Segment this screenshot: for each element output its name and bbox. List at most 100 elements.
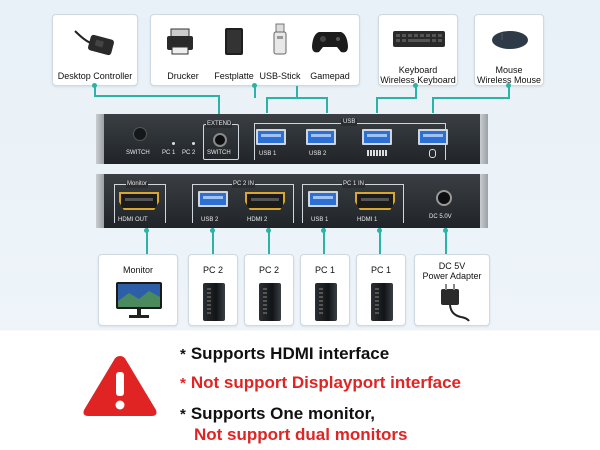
connector-dot [210, 228, 215, 233]
connector-dot [443, 228, 448, 233]
pc-tower-icon [371, 283, 393, 321]
connector-dot [413, 83, 418, 88]
label-power-adapter: Power Adapter [422, 271, 482, 281]
pc2-hdmi-port[interactable] [245, 192, 285, 210]
connector-line [218, 95, 220, 115]
keyboard-port-icon [367, 150, 387, 156]
label-printer: Drucker [167, 71, 199, 81]
panel-cap-left [96, 114, 104, 164]
note-supports-hdmi: *Supports HDMI interface [180, 344, 389, 365]
card-pc1-b: PC 1 [356, 254, 406, 326]
card-pc1-a: PC 1 [300, 254, 350, 326]
extend-jack[interactable] [213, 133, 227, 147]
connector-line [266, 97, 328, 99]
note-no-dual-monitors: Not support dual monitors [194, 425, 407, 445]
connector-line [432, 97, 434, 113]
hdmi-out-port[interactable] [119, 192, 159, 210]
gamepad-icon [312, 32, 348, 53]
label-pc1-in: PC 1 IN [342, 181, 366, 188]
label-usb-2: USB 2 [309, 151, 327, 157]
usb-port-2[interactable] [306, 129, 336, 145]
note-text: Not support dual monitors [194, 425, 408, 444]
pc1-hdmi-port[interactable] [355, 192, 395, 210]
label-wireless-mouse: Wireless Mouse [476, 75, 541, 85]
connector-line [379, 228, 381, 254]
connector-line [296, 86, 298, 98]
label-mouse: Mouse [495, 65, 523, 75]
power-adapter-icon [441, 284, 470, 322]
label-pc1-hdmi: HDMI 1 [357, 217, 378, 223]
card-desktop-controller: Desktop Controller [52, 14, 138, 86]
desktop-controller-icon [74, 30, 114, 56]
label-hard-drive: Festplatte [214, 71, 254, 81]
label-hdmi-out: HDMI OUT [118, 217, 148, 223]
pc2-usb-port[interactable] [198, 191, 228, 207]
connector-line [445, 228, 447, 254]
connector-line [254, 86, 256, 98]
connector-line [326, 97, 328, 113]
connector-dot [92, 83, 97, 88]
label-dc-5v: DC 5V [438, 261, 466, 271]
panel-cap-right [480, 174, 488, 228]
label-pc1-led: PC 1 [162, 150, 176, 156]
label-extend: EXTEND [206, 121, 233, 128]
pc2-led [192, 142, 195, 145]
connector-dot [321, 228, 326, 233]
label-monitor: Monitor [122, 265, 153, 275]
note-one-monitor: *Supports One monitor, [180, 404, 375, 425]
label-gamepad: Gamepad [310, 71, 350, 81]
usb-port-1[interactable] [256, 129, 286, 145]
connector-line [508, 86, 510, 98]
kvm-back-panel: Monitor HDMI OUT PC 2 IN USB 2 HDMI 2 PC… [96, 174, 488, 228]
bullet-star: * [180, 346, 186, 363]
label-pc2-a: PC 2 [202, 265, 223, 275]
card-mouse: Mouse Wireless Mouse [474, 14, 544, 86]
label-desktop-controller: Desktop Controller [57, 71, 133, 81]
card-pc2-a: PC 2 [188, 254, 238, 326]
connector-dot [506, 83, 511, 88]
note-text: Not support Displayport interface [190, 373, 461, 392]
bullet-star: * [180, 375, 186, 392]
card-monitor: Monitor [98, 254, 178, 326]
label-pc2-b: PC 2 [258, 265, 279, 275]
connector-line [415, 86, 417, 98]
label-pc2-usb: USB 2 [201, 217, 219, 223]
card-usb-peripherals: Drucker Festplatte USB-Stick Gamepad [150, 14, 360, 86]
connector-line [323, 228, 325, 254]
connector-dot [144, 228, 149, 233]
warning-icon [83, 356, 157, 416]
label-pc2-led: PC 2 [182, 150, 196, 156]
label-pc2-hdmi: HDMI 2 [247, 217, 268, 223]
usb-port-mouse[interactable] [418, 129, 448, 145]
label-extend-switch: SWITCH [207, 150, 231, 156]
pc-tower-icon [259, 283, 281, 321]
bullet-star: * [180, 406, 186, 423]
label-monitor-port: Monitor [126, 181, 149, 188]
label-switch: SWITCH [126, 150, 150, 156]
mouse-port-icon [429, 149, 436, 158]
mouse-icon [492, 31, 528, 49]
connector-line [146, 228, 148, 254]
pc-tower-icon [203, 283, 225, 321]
connector-line [266, 97, 268, 113]
label-pc1-usb: USB 1 [311, 217, 329, 223]
switch-button[interactable] [133, 127, 147, 141]
monitor-icon [116, 282, 162, 318]
dc-power-port[interactable] [436, 190, 452, 206]
note-no-displayport: *Not support Displayport interface [180, 373, 461, 394]
label-pc1-b: PC 1 [370, 265, 391, 275]
connector-line [94, 86, 96, 96]
label-dc: DC 5.0V [429, 214, 452, 220]
note-text: Supports One monitor, [190, 404, 376, 423]
label-pc1-a: PC 1 [314, 265, 335, 275]
connector-line [94, 95, 219, 97]
pc1-led [172, 142, 175, 145]
label-keyboard: Keyboard [398, 65, 438, 75]
panel-cap-left [96, 174, 104, 228]
usb-port-keyboard[interactable] [362, 129, 392, 145]
pc1-usb-port[interactable] [308, 191, 338, 207]
card-power-adapter: DC 5V Power Adapter [414, 254, 490, 326]
connector-dot [252, 83, 257, 88]
label-pc2-in: PC 2 IN [232, 181, 256, 188]
